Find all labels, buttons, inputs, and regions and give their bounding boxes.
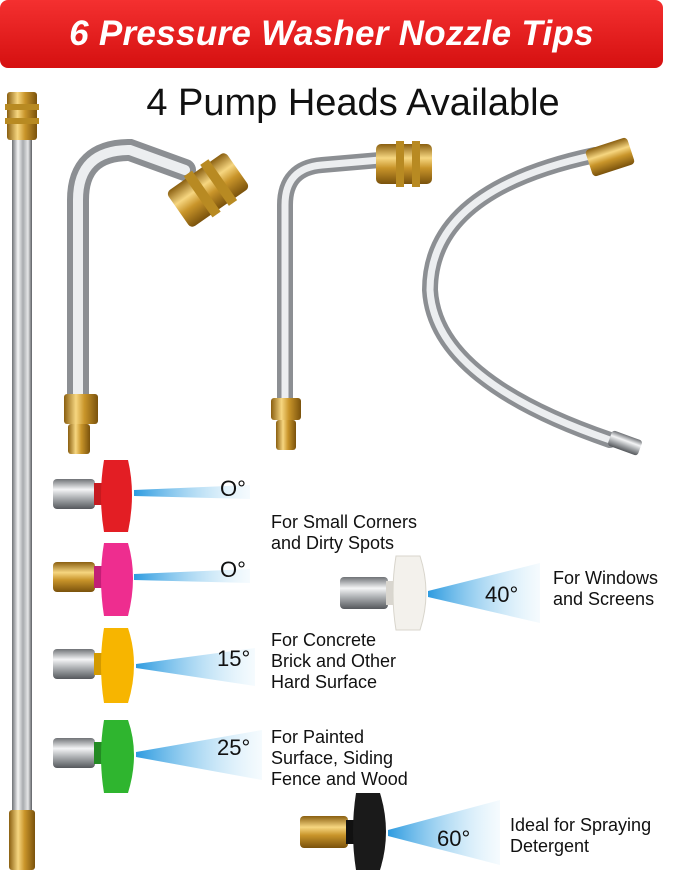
subtitle: 4 Pump Heads Available: [146, 82, 560, 124]
angle-label-pink: O°: [220, 557, 246, 582]
nozzle-white: [340, 555, 540, 631]
nozzle-black: [300, 793, 500, 870]
description-line: Ideal for Spraying: [510, 815, 652, 835]
description-green: For Painted Surface, Siding Fence and Wo…: [271, 727, 408, 790]
nozzle-green: [53, 720, 262, 793]
curved-wand: [421, 137, 642, 456]
description-yellow: For Concrete Brick and Other Hard Surfac…: [271, 630, 396, 693]
description-line: For Small Corners: [271, 512, 418, 532]
description-line: Fence and Wood: [271, 769, 408, 789]
long-wand: [5, 92, 39, 870]
title-banner: 6 Pressure Washer Nozzle Tips: [0, 0, 663, 68]
description-black: Ideal for Spraying Detergent: [510, 815, 651, 857]
banner-title: 6 Pressure Washer Nozzle Tips: [69, 14, 594, 53]
nozzle-yellow: [53, 628, 255, 703]
angle-label-yellow: 15°: [217, 646, 251, 671]
angle-label-green: 25°: [217, 735, 251, 760]
bent-wand-medium: [271, 141, 432, 450]
description-line: For Windows: [553, 568, 659, 588]
bent-wand-short: [64, 138, 249, 454]
angle-label-black: 60°: [437, 826, 471, 851]
description-line: Hard Surface: [271, 672, 378, 692]
nozzle-pink: [53, 543, 250, 616]
description-pink: For Small Corners and Dirty Spots: [271, 512, 417, 554]
description-line: For Painted: [271, 727, 365, 747]
angle-label-red: O°: [220, 476, 246, 501]
description-line: Brick and Other: [271, 651, 397, 671]
nozzle-red: [53, 460, 250, 532]
description-line: and Screens: [553, 589, 655, 609]
description-line: and Dirty Spots: [271, 533, 395, 553]
angle-label-white: 40°: [485, 582, 519, 607]
description-line: For Concrete: [271, 630, 377, 650]
description-white: For Windows and Screens: [553, 568, 658, 610]
description-line: Detergent: [510, 836, 590, 856]
description-line: Surface, Siding: [271, 748, 394, 768]
